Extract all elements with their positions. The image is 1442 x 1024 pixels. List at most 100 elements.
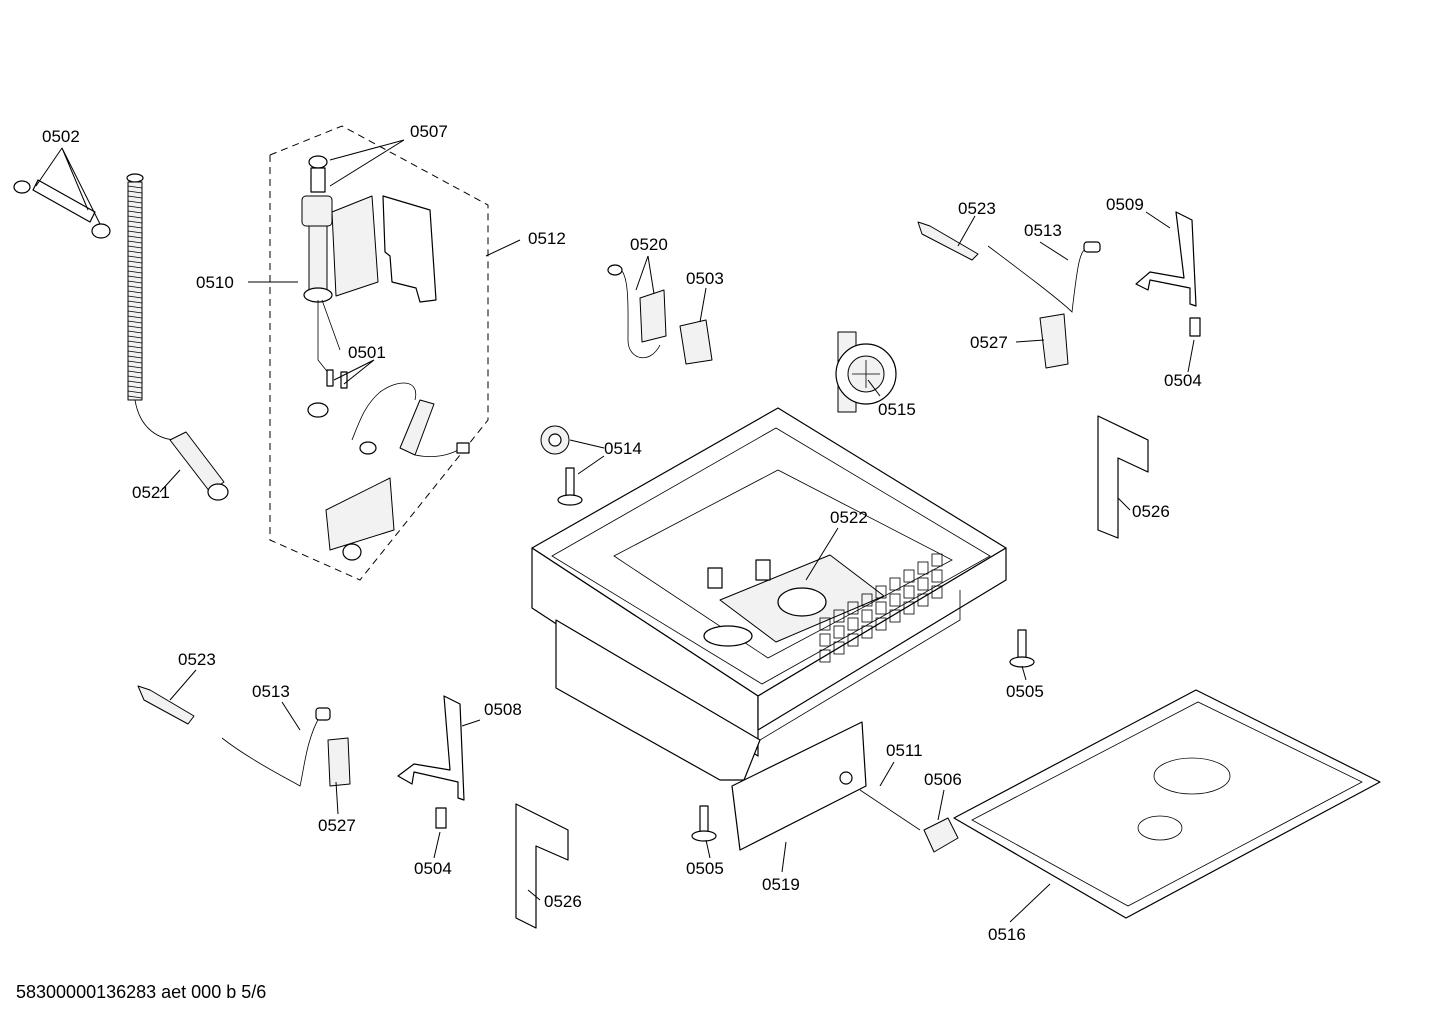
part-label: 0513 — [1024, 221, 1062, 240]
part-label: 0508 — [484, 700, 522, 719]
hose-rib — [127, 200, 143, 204]
hose-rib — [127, 285, 143, 289]
base-grid-cell — [833, 625, 845, 639]
base-grid-cell — [833, 609, 845, 623]
base-grid-cell — [903, 585, 915, 599]
hose-clamp-set — [13, 179, 111, 239]
part-label: 0523 — [178, 650, 216, 669]
hose-rib — [127, 345, 143, 349]
hose-rib — [127, 190, 143, 194]
base-grid-cell — [931, 553, 943, 567]
part-label: 0514 — [604, 439, 642, 458]
hose-rib — [127, 235, 143, 239]
hose-rib — [127, 350, 143, 354]
upper-right-parts — [917, 211, 1201, 539]
base-grid-cell — [861, 609, 873, 623]
circulation-motor — [835, 331, 897, 413]
hose-rib — [127, 280, 143, 284]
part-label: 0507 — [410, 122, 448, 141]
part-labels: 0502 0507 0512 0510 0501 0521 0520 0503 … — [42, 122, 1202, 944]
part-label: 0520 — [630, 235, 668, 254]
hose-rib — [127, 385, 143, 389]
base-grid-cell — [903, 569, 915, 583]
kickplate-parts — [691, 629, 1035, 853]
hose-rib — [127, 260, 143, 264]
part-label: 0519 — [762, 875, 800, 894]
dishwasher-base — [531, 407, 1007, 781]
part-label: 0522 — [830, 508, 868, 527]
part-label: 0504 — [1164, 371, 1202, 390]
hose-rib — [127, 275, 143, 279]
part-label: 0512 — [528, 229, 566, 248]
hose-rib — [127, 270, 143, 274]
hose-rib — [127, 335, 143, 339]
hose-rib — [127, 220, 143, 224]
lower-left-parts — [137, 685, 569, 929]
base-grid-cell — [847, 601, 859, 615]
hose-rib — [127, 245, 143, 249]
base-grid-cell — [847, 617, 859, 631]
part-label: 0516 — [988, 925, 1026, 944]
hose-rib — [127, 340, 143, 344]
part-label: 0513 — [252, 682, 290, 701]
hose-rib — [127, 210, 143, 214]
hose-rib — [127, 305, 143, 309]
part-label: 0527 — [318, 816, 356, 835]
base-grid-cell — [833, 641, 845, 655]
part-label: 0511 — [886, 741, 923, 760]
base-grid-cell — [889, 593, 901, 607]
base-grid-cell — [847, 633, 859, 647]
hose-rib — [127, 395, 143, 399]
base-grid-cell — [819, 633, 831, 647]
part-label: 0501 — [348, 343, 386, 362]
base-grid-cell — [917, 577, 929, 591]
hose-rib — [127, 290, 143, 294]
hose-rib — [127, 380, 143, 384]
part-label: 0526 — [544, 892, 582, 911]
hose-rib — [127, 300, 143, 304]
part-label: 0504 — [414, 859, 452, 878]
base-grid-cell — [917, 561, 929, 575]
hose-rib — [127, 240, 143, 244]
drain-pump-assembly — [301, 155, 470, 561]
hose-rib — [127, 185, 143, 189]
hose-rib — [127, 375, 143, 379]
leader-lines — [35, 139, 1195, 923]
hose-rib — [127, 370, 143, 374]
hose-rib — [127, 295, 143, 299]
part-label: 0521 — [132, 483, 170, 502]
hose-rib — [127, 225, 143, 229]
hose-rib — [127, 310, 143, 314]
hose-rib — [127, 325, 143, 329]
part-label: 0523 — [958, 199, 996, 218]
hose-rib — [127, 315, 143, 319]
part-label: 0505 — [1006, 682, 1044, 701]
part-label: 0526 — [1132, 502, 1170, 521]
part-label: 0510 — [196, 273, 234, 292]
drain-hose — [126, 173, 229, 501]
part-label: 0506 — [924, 770, 962, 789]
base-grid-cell — [861, 625, 873, 639]
part-label: 0505 — [686, 859, 724, 878]
hose-rib — [127, 330, 143, 334]
hose-rib — [127, 320, 143, 324]
base-grid-cell — [889, 577, 901, 591]
base-grid-cell — [903, 601, 915, 615]
base-grid-cell — [931, 569, 943, 583]
part-label: 0509 — [1106, 195, 1144, 214]
hose-rib — [127, 205, 143, 209]
base-grid-cell — [875, 601, 887, 615]
hose-rib — [127, 365, 143, 369]
base-grid-cell — [875, 585, 887, 599]
assembly-group-outline — [269, 125, 489, 581]
part-label: 0502 — [42, 127, 80, 146]
base-grid-cell — [861, 593, 873, 607]
part-label: 0515 — [878, 400, 916, 419]
part-label: 0503 — [686, 269, 724, 288]
base-grid-cell — [889, 609, 901, 623]
document-id: 58300000136283 aet 000 b 5/6 — [16, 982, 266, 1002]
hose-rib — [127, 250, 143, 254]
gear-part — [540, 425, 583, 506]
hose-rib — [127, 265, 143, 269]
